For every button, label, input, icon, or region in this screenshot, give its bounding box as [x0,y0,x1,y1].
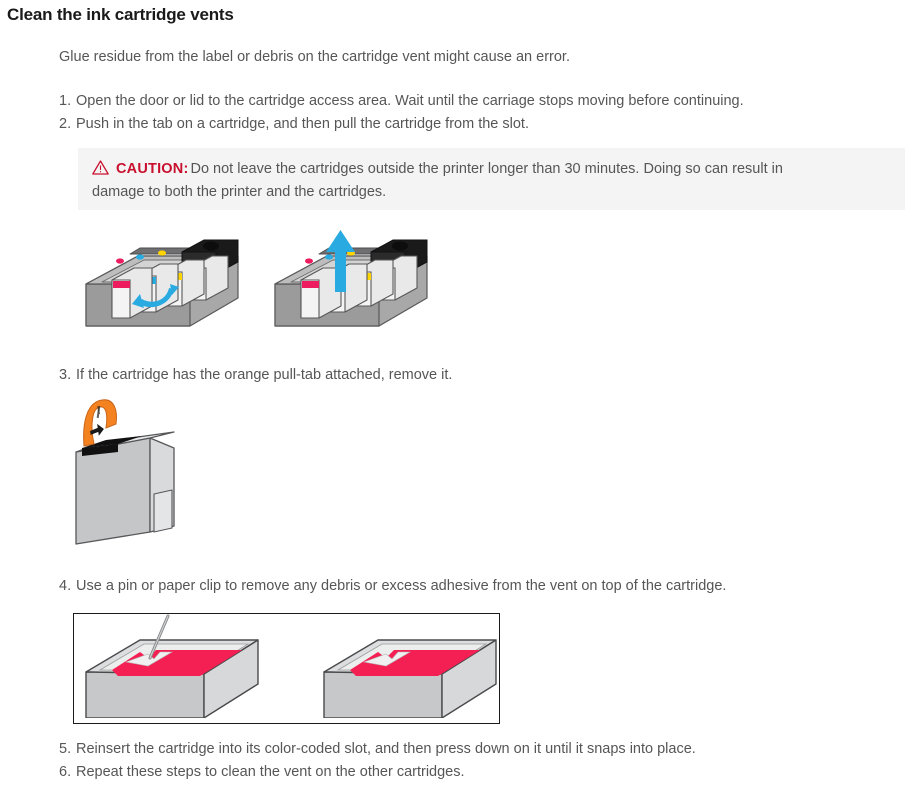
list-item: 4. Use a pin or paper clip to remove any… [59,575,879,598]
list-item: 3. If the cartridge has the orange pull-… [59,364,879,387]
caution-line2: damage to both the printer and the cartr… [92,184,387,200]
page-title: Clean the ink cartridge vents [7,5,234,24]
list-item: 2. Push in the tab on a cartridge, and t… [59,113,879,136]
step-number: 4. [59,578,72,594]
cartridge-right [323,639,497,719]
pull-up-arrow [326,230,355,292]
step-number: 1. [59,93,72,109]
step-text: Push in the tab on a cartridge, and then… [76,116,529,132]
step-number: 6. [59,764,72,780]
caution-first-line: CAUTION:Do not leave the cartridges outs… [92,159,891,182]
illustration-cartridge-vent-pin [73,613,500,724]
caution-label: CAUTION: [116,161,189,177]
illustration-carriage-push-tab [78,226,248,341]
list-item: 6. Repeat these steps to clean the vent … [59,761,879,784]
illustration-carriage-pull-cartridge [267,226,437,341]
intro-paragraph: Glue residue from the label or debris on… [59,49,570,65]
step-text: Use a pin or paper clip to remove any de… [76,578,727,594]
steps-list-part1: 1. Open the door or lid to the cartridge… [59,90,879,136]
steps-list-part4: 5. Reinsert the cartridge into its color… [59,738,879,784]
steps-list-part3: 4. Use a pin or paper clip to remove any… [59,575,879,598]
step-number: 5. [59,741,72,757]
step-text: If the cartridge has the orange pull-tab… [76,367,453,383]
warning-triangle-icon [92,160,109,182]
list-item: 5. Reinsert the cartridge into its color… [59,738,879,761]
illustration-cartridge-orange-pull-tab [62,394,212,554]
step-number: 2. [59,116,72,132]
steps-list-part2: 3. If the cartridge has the orange pull-… [59,364,879,387]
step-text: Reinsert the cartridge into its color-co… [76,741,696,757]
caution-callout: CAUTION:Do not leave the cartridges outs… [78,148,905,210]
cartridge-left [85,614,259,719]
step-text: Repeat these steps to clean the vent on … [76,764,465,780]
caution-line1: Do not leave the cartridges outside the … [190,161,783,177]
step-text: Open the door or lid to the cartridge ac… [76,93,744,109]
step-number: 3. [59,367,72,383]
push-arrow [132,284,179,308]
list-item: 1. Open the door or lid to the cartridge… [59,90,879,113]
